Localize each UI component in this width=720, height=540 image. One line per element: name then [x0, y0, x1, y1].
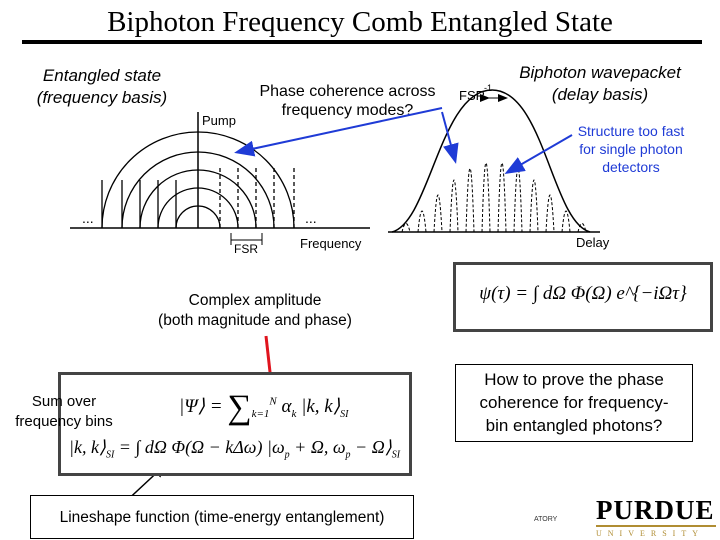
- caption-line: (delay basis): [551, 85, 649, 104]
- state-equation-line1: |Ψ⟩ = ∑k=1N αk |k, k⟩SI: [179, 389, 349, 426]
- logo-wordmark: PURDUE: [596, 495, 715, 525]
- frequency-axis-label: Frequency: [300, 236, 362, 251]
- footer-lab-name: ATORY: [534, 516, 558, 523]
- caption-line: frequency modes?: [281, 102, 414, 119]
- psi-tau-equation: ψ(τ) = ∫ dΩ Φ(Ω) e^{−iΩτ}: [479, 283, 687, 304]
- comb-lines-right: [219, 165, 295, 228]
- delay-axis-label: Delay: [576, 235, 610, 250]
- caption-line: Complex amplitude: [188, 292, 322, 309]
- comb-lines-left: [101, 180, 177, 228]
- biphoton-wavepacket-caption: Biphoton wavepacket (delay basis): [500, 62, 700, 106]
- ellipsis-right: ...: [305, 210, 317, 226]
- sum-over-caption: Sum over frequency bins: [2, 392, 126, 432]
- slide-title: Biphoton Frequency Comb Entangled State: [107, 6, 613, 38]
- note-line: for single photon: [579, 141, 683, 157]
- caption-line: Phase coherence across: [259, 83, 436, 100]
- arc-outer: [101, 131, 295, 229]
- frequency-comb-diagram: FSR ... ... Pump Frequency: [70, 112, 370, 256]
- caption-line: Sum over: [31, 393, 97, 410]
- question-box: How to prove the phase coherence for fre…: [455, 364, 693, 442]
- arc-3: [139, 169, 257, 229]
- arc-inner: [175, 205, 221, 229]
- wavepacket-peaks: [401, 162, 587, 233]
- lineshape-caption-box: Lineshape function (time-energy entangle…: [30, 495, 414, 539]
- note-line: detectors: [602, 159, 660, 175]
- structure-note: Structure too fast for single photon det…: [555, 122, 707, 176]
- pump-label: Pump: [202, 113, 236, 128]
- psi-tau-equation-box: ψ(τ) = ∫ dΩ Φ(Ω) e^{−iΩτ}: [453, 262, 713, 332]
- caption-line: Entangled state: [42, 66, 162, 85]
- wavepacket-diagram: FSR -1 Delay: [388, 83, 610, 250]
- caption-line: (frequency basis): [36, 88, 168, 107]
- question-line: How to prove the phase: [484, 370, 664, 389]
- caption-line: Biphoton wavepacket: [519, 63, 681, 82]
- complex-amplitude-caption: Complex amplitude (both magnitude and ph…: [110, 291, 400, 331]
- envelope-curve: [391, 89, 591, 233]
- arc-2: [121, 151, 275, 229]
- arrow-structure: [504, 134, 573, 175]
- state-equation-line2: |k, k⟩SI = ∫ dΩ Φ(Ω − kΔω) |ωp + Ω, ωp −…: [69, 437, 401, 461]
- fsr-label: FSR: [234, 242, 258, 256]
- title-underline: [22, 40, 702, 44]
- caption-line: (both magnitude and phase): [158, 312, 352, 329]
- caption-line: frequency bins: [15, 413, 113, 430]
- entangled-state-equation-box: |Ψ⟩ = ∑k=1N αk |k, k⟩SI |k, k⟩SI = ∫ dΩ …: [58, 372, 412, 476]
- note-line: Structure too fast: [577, 123, 685, 139]
- arrow-to-wavepacket: [441, 111, 459, 164]
- question-line: bin entangled photons?: [485, 416, 663, 435]
- logo-divider: [596, 525, 716, 527]
- phase-coherence-caption: Phase coherence across frequency modes?: [240, 82, 455, 120]
- question-line: coherence for frequency-: [479, 393, 669, 412]
- logo-subtitle: UNIVERSITY: [596, 529, 704, 538]
- purdue-logo: PURDUE UNIVERSITY: [596, 496, 716, 538]
- fsr-inverse-superscript: -1: [484, 83, 492, 93]
- arc-4: [157, 187, 239, 229]
- fsr-inverse-label: FSR: [459, 88, 485, 103]
- lineshape-caption: Lineshape function (time-energy entangle…: [59, 509, 385, 526]
- ellipsis-left: ...: [82, 210, 94, 226]
- arrow-to-comb: [234, 107, 443, 157]
- entangled-state-caption: Entangled state (frequency basis): [22, 65, 182, 109]
